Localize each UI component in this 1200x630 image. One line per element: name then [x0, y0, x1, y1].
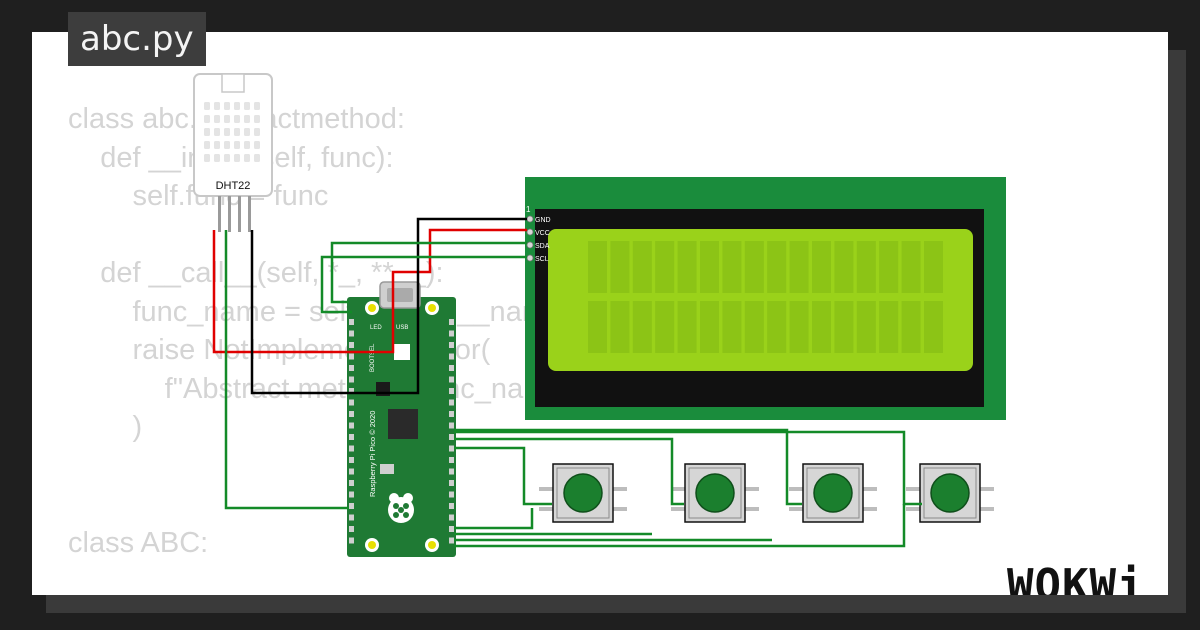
code-line: class abc.abstractmethod:	[68, 103, 405, 135]
pico-brand-label: Raspberry Pi Pico © 2020	[368, 411, 377, 497]
code-line: class ABC:	[68, 526, 209, 559]
raspberry-pi-pico[interactable]: LED USB BOOTSEL Raspberry Pi Pico © 2020	[347, 281, 456, 557]
dht22-label: DHT22	[216, 180, 251, 192]
project-card: class abc.abstractmethod: def __init__(s…	[32, 32, 1168, 595]
lcd-pin-label-sda: SDA	[535, 243, 550, 250]
wokwi-logo: WOKWi	[1007, 560, 1145, 596]
pushbutton-1[interactable]	[539, 463, 627, 523]
bootsel-button[interactable]	[394, 344, 410, 360]
pushbutton-2[interactable]	[671, 463, 759, 523]
lcd-pin-label-vcc: VCC	[535, 230, 550, 237]
lcd-pin-label-gnd: GND	[535, 217, 551, 224]
pushbutton-4[interactable]	[906, 463, 994, 523]
file-name-tab: abc.py	[68, 12, 206, 66]
lcd-pin-label-scl: SCL	[535, 256, 549, 263]
pushbutton-3[interactable]	[789, 463, 877, 523]
pico-led-label: LED	[370, 325, 382, 331]
wire-lcd-sda	[330, 241, 527, 304]
pico-bootsel-label: BOOTSEL	[370, 343, 376, 372]
wire-btn3	[454, 428, 802, 506]
wire-btn1	[454, 446, 552, 506]
wire-lcd-scl	[320, 255, 527, 314]
raspberry-logo-icon	[388, 493, 414, 523]
wire-btn4-gnd	[454, 504, 906, 548]
wire-btn2	[454, 437, 684, 506]
wire-dht-data	[224, 230, 349, 510]
wire-btn1-gnd	[454, 508, 534, 530]
lcd-display[interactable]: 1 GND VCC SDA SCL	[525, 177, 1006, 420]
lcd-pin-index: 1	[526, 205, 531, 214]
circuit-diagram: DHT22 1 GND VCC SDA SCL LED USB	[193, 73, 1006, 557]
wire-dht-vcc	[212, 228, 527, 354]
wire-dht-gnd	[250, 217, 527, 395]
code-line: )	[68, 411, 143, 443]
pico-usb-label: USB	[396, 325, 408, 331]
wire-btn4	[454, 430, 922, 506]
dht22-sensor[interactable]: DHT22	[193, 73, 273, 232]
